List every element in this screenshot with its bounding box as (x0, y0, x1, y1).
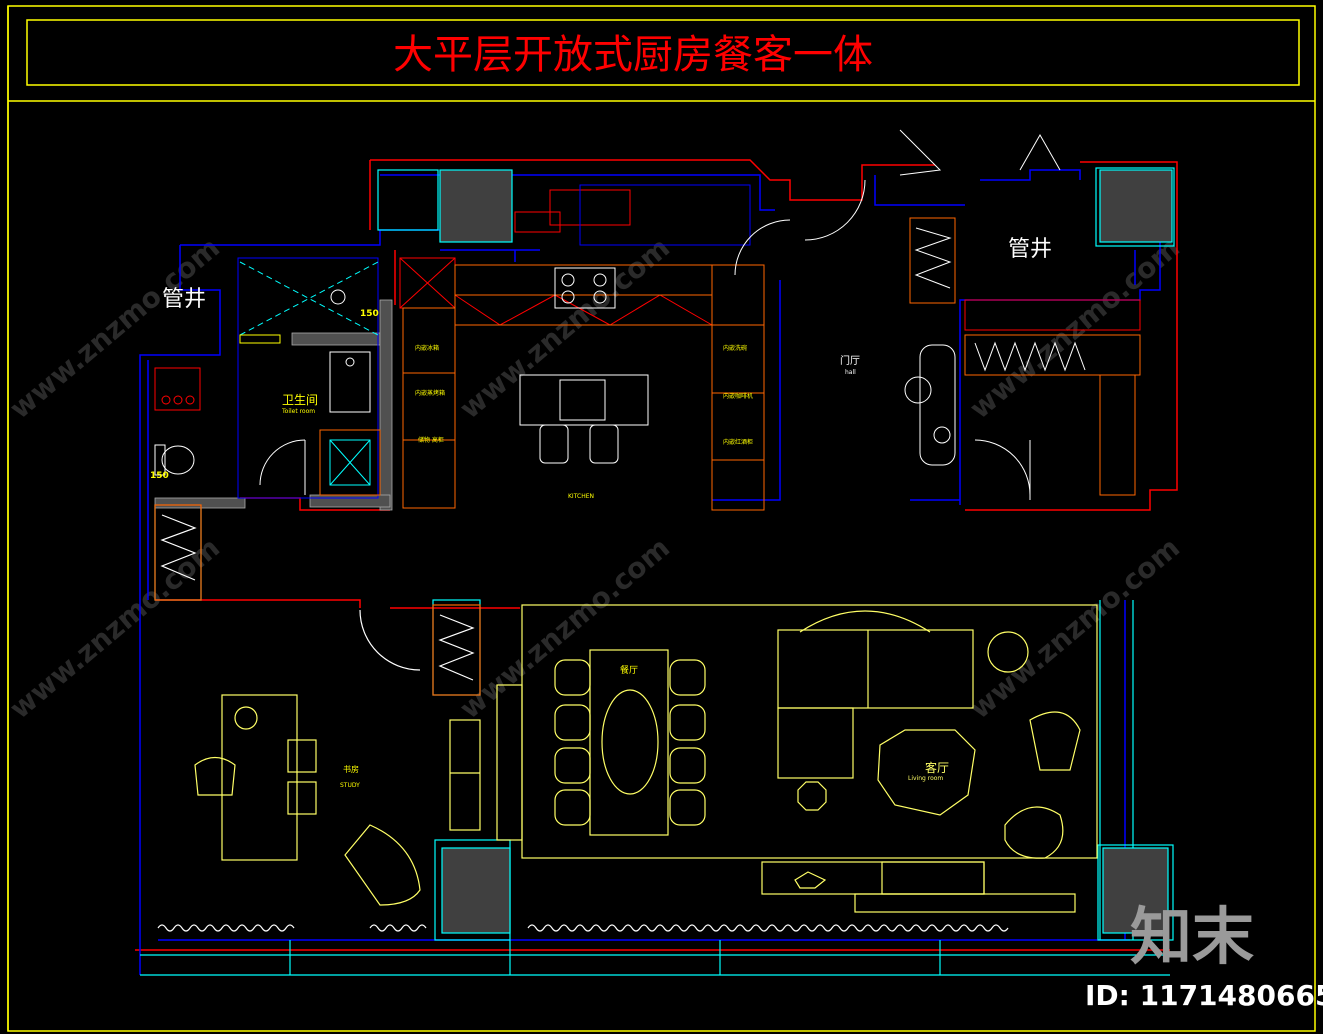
level-mark: 150 (150, 471, 169, 481)
label-kitchen-en: KITCHEN (568, 493, 594, 500)
exterior-walls (135, 159, 1178, 975)
watermark-text: www.znzmo.com (963, 531, 1186, 725)
cabinet-label: 内嵌蒸烤箱 (415, 389, 445, 397)
label-study-en: STUDY (340, 782, 360, 789)
image-id: ID: 1171480665 (1085, 979, 1323, 1012)
watermark-text: www.znzmo.com (3, 531, 226, 725)
cabinet-label: 内嵌洗碗 (723, 344, 747, 352)
brand-logo: 知末 (1130, 900, 1254, 973)
cabinet-labels: 内嵌冰箱 内嵌蒸烤箱 储物 高柜 内嵌洗碗 内嵌咖啡机 内嵌红酒柜 (415, 344, 753, 446)
label-shaft-left: 管井 (162, 287, 206, 312)
dining-living (449, 604, 1098, 932)
label-living-cn: 客厅 (925, 760, 949, 775)
kitchen (399, 184, 765, 511)
label-hall-cn: 门厅 (840, 354, 860, 367)
drawing-frame (7, 5, 1316, 1032)
cabinet-label: 内嵌冰箱 (415, 344, 439, 352)
watermark-text: www.znzmo.com (3, 231, 226, 425)
label-toilet-cn: 卫生间 (282, 393, 318, 407)
label-shaft-right: 管井 (1008, 237, 1052, 262)
label-hall-en: hall (845, 369, 856, 376)
watermark-text: www.znzmo.com (453, 231, 676, 425)
label-study-cn: 书房 (343, 764, 359, 774)
label-living-en: Living room (908, 775, 943, 782)
hall-closet (734, 129, 1141, 500)
cabinet-label: 储物 高柜 (418, 436, 444, 444)
bathroom-wall (154, 299, 393, 511)
label-dining-cn: 餐厅 (620, 664, 638, 676)
cabinet-label: 内嵌咖啡机 (723, 392, 753, 400)
label-toilet-en: Toilet room (281, 408, 315, 415)
bathroom (154, 257, 381, 499)
study (154, 504, 481, 932)
level-marks: 150 150 (150, 309, 379, 481)
structural-columns (439, 169, 1173, 934)
room-labels: 管井 管井 卫生间 Toilet room KITCHEN 门厅 hall 餐厅… (162, 237, 1052, 789)
drawing-title: 大平层开放式厨房餐客一体 (393, 32, 873, 78)
cabinet-label: 内嵌红酒柜 (723, 438, 753, 446)
level-mark: 150 (360, 309, 379, 319)
watermark-text: www.znzmo.com (963, 231, 1186, 425)
